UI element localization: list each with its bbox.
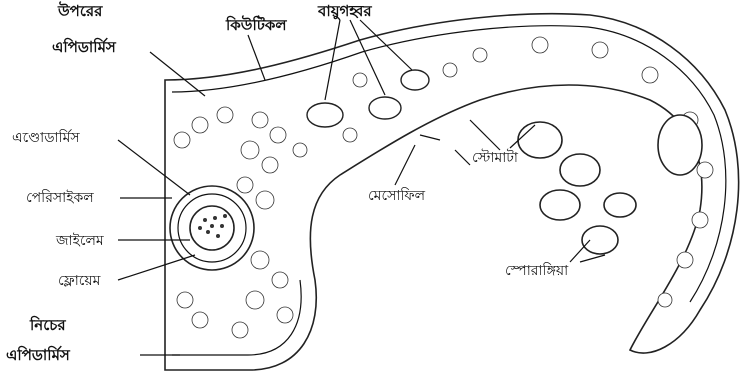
label-phloem: ফ্লোয়েম (58, 273, 101, 289)
stomata-mark-2 (455, 150, 470, 165)
air-cavity-1 (307, 103, 343, 127)
label-cuticle: কিউটিকল (225, 15, 287, 34)
label-stomata: স্টোমাটা (472, 149, 519, 166)
leader-stomata-1 (470, 120, 500, 150)
stomata-mark-1 (420, 135, 440, 140)
label-xylem: জাইলেম (55, 232, 104, 249)
leader-sporangia-1 (570, 240, 590, 262)
air-cavity-3 (401, 70, 429, 90)
label-pericycle: পেরিসাইকল (26, 189, 94, 206)
leader-mesophyll (395, 145, 415, 185)
label-air-cavity: বায়ুগহ্বর (317, 2, 372, 20)
label-mesophyll: মেসোফিল (368, 187, 426, 204)
label-lower-epidermis-1: নিচের (29, 315, 66, 334)
label-upper-epidermis-2: এপিডার্মিস (52, 37, 117, 56)
label-sporangia: স্পোরাঙ্গিয়া (505, 262, 569, 279)
label-endodermis: এণ্ডোডার্মিস (12, 129, 80, 146)
label-upper-epidermis-1: উপরের (57, 1, 103, 20)
label-lower-epidermis-2: এপিডার্মিস (6, 345, 71, 364)
sporangia-cluster (518, 115, 702, 254)
leader-sporangia-2 (580, 255, 605, 262)
air-cavity-2 (369, 97, 401, 119)
